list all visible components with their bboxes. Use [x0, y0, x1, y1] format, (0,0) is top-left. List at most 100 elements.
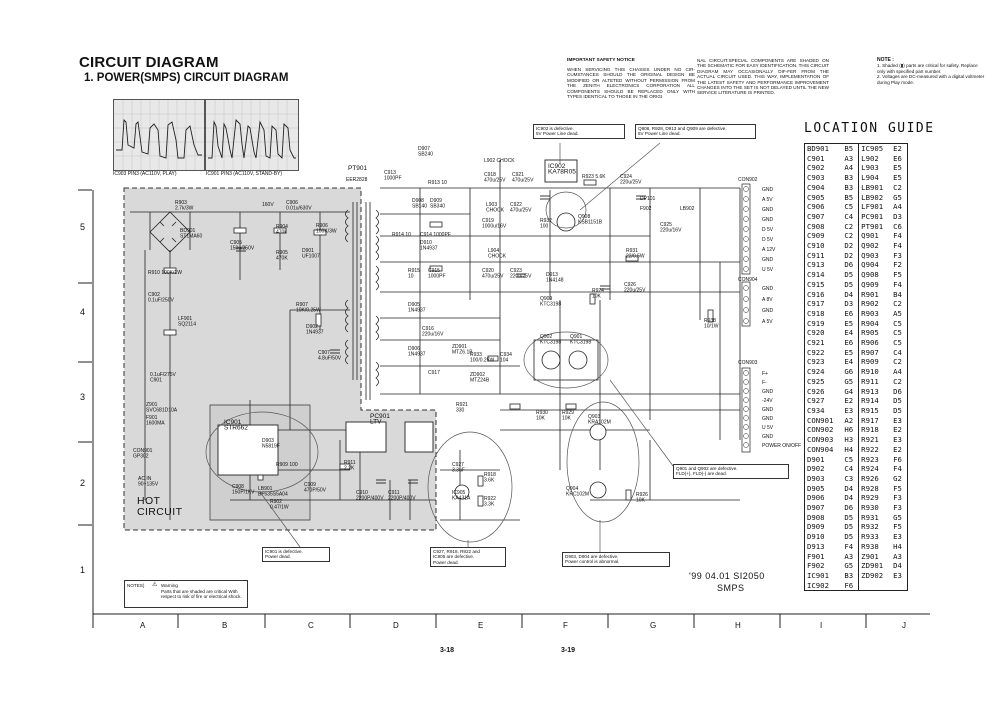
notes-box: NOTES) ⚠ Warning Parts that are shaded a…	[124, 580, 248, 608]
grid-number: 5	[80, 222, 86, 232]
location-grid: E2	[893, 144, 902, 153]
waveform-image-ic903	[113, 99, 205, 171]
con904-pin: A 5V	[762, 319, 773, 325]
location-grid: E6	[844, 338, 854, 348]
location-grid: D2	[844, 241, 854, 251]
location-grid: E5	[844, 347, 854, 357]
signature-line-1: '99 04.01 SI2050	[689, 571, 765, 581]
location-grid: E3	[893, 415, 902, 425]
location-part: R903	[858, 308, 892, 319]
location-grid: H4	[893, 541, 902, 551]
page-number-left: 3-18	[440, 647, 455, 654]
location-part: D909	[807, 522, 825, 532]
con903-pin: GND	[762, 416, 774, 422]
location-part: R909	[858, 357, 892, 368]
location-grid: E6	[893, 153, 902, 163]
part-label: R914 10	[392, 232, 411, 238]
location-part: D910	[807, 532, 825, 542]
location-grid: E2	[844, 396, 854, 406]
location-grid: B4	[893, 289, 902, 299]
location-grid: A4	[893, 202, 902, 212]
drawing-signature: '99 04.01 SI2050 SMPS	[689, 570, 765, 594]
location-grid: E3	[893, 570, 902, 580]
con904-label: CON904	[738, 277, 758, 283]
con903-pin: F-	[762, 380, 767, 386]
location-grid: E5	[844, 318, 854, 328]
location-part: L904	[858, 173, 892, 183]
location-part: C927	[807, 396, 825, 406]
location-grid: C4	[893, 347, 902, 357]
con903-pin: GND	[762, 434, 774, 440]
location-grid: F3	[893, 493, 902, 503]
location-part: C910	[807, 241, 825, 251]
location-part: PT901	[858, 221, 892, 232]
location-grid: E2	[893, 444, 902, 454]
location-part: C911	[807, 250, 825, 260]
location-part: C905	[807, 192, 825, 202]
location-part: IC901	[807, 570, 829, 580]
grid-number: 3	[80, 392, 86, 402]
con902-label: CON902	[738, 177, 758, 183]
callout-c927: C927, R918, R922 and IC905 are defective…	[430, 547, 506, 568]
location-part: C902	[807, 163, 825, 173]
location-part: LF901	[858, 202, 892, 212]
note-heading: NOTE :	[877, 57, 894, 63]
waveform-ic901-graphic	[206, 100, 298, 170]
location-part: C913	[807, 260, 825, 270]
location-grid: G5	[844, 561, 854, 571]
location-grid: E3	[893, 532, 902, 542]
location-grid: D4	[844, 483, 854, 493]
grid-letter: F	[563, 621, 568, 630]
location-part: CON902	[807, 425, 834, 435]
location-part: ZD902	[858, 570, 892, 581]
location-part: C909	[807, 231, 825, 241]
location-part: C916	[807, 289, 825, 299]
part-label: C917	[428, 370, 440, 376]
location-grid: E3	[893, 435, 902, 445]
location-part: R905	[858, 328, 892, 339]
location-grid: F5	[893, 270, 902, 280]
con904-pin: GND	[762, 308, 774, 314]
location-part: R938	[858, 541, 892, 552]
location-grid: C6	[893, 221, 902, 231]
location-part: R901	[858, 289, 892, 300]
location-part: R917	[858, 415, 892, 426]
